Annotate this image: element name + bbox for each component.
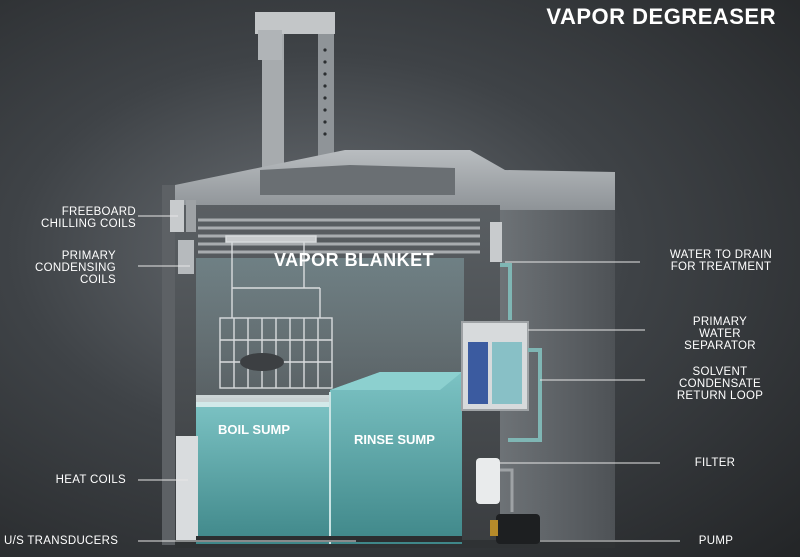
callout-water-to-drain: WATER TO DRAIN FOR TREATMENT [648,249,794,273]
callout-primary-water-separator: PRIMARY WATER SEPARATOR [672,316,768,352]
boil-sump-label: BOIL SUMP [218,422,290,437]
pump-unit [490,514,540,544]
water-separator-unit [462,322,528,410]
rinse-sump-label: RINSE SUMP [354,432,435,447]
callout-us-transducers: U/S TRANSDUCERS [4,535,118,547]
heat-coils [176,436,198,540]
lid-opening [260,165,455,195]
callout-heat-coils: HEAT COILS [8,474,126,486]
callout-filter: FILTER [680,457,750,469]
diagram-title: VAPOR DEGREASER [546,4,776,30]
condensing-coil-header [178,240,194,274]
boil-sump-liquid [196,395,330,544]
rinse-sump-liquid [330,372,462,544]
callout-primary-condensing-coils: PRIMARY CONDENSING COILS [8,250,116,286]
callout-solvent-condensate-return-loop: SOLVENT CONDENSATE RETURN LOOP [652,366,788,402]
vapor-blanket-label: VAPOR BLANKET [274,250,434,271]
part-in-basket [240,353,284,371]
callout-freeboard-chilling-coils: FREEBOARD CHILLING COILS [8,206,136,230]
callout-pump: PUMP [686,535,746,547]
